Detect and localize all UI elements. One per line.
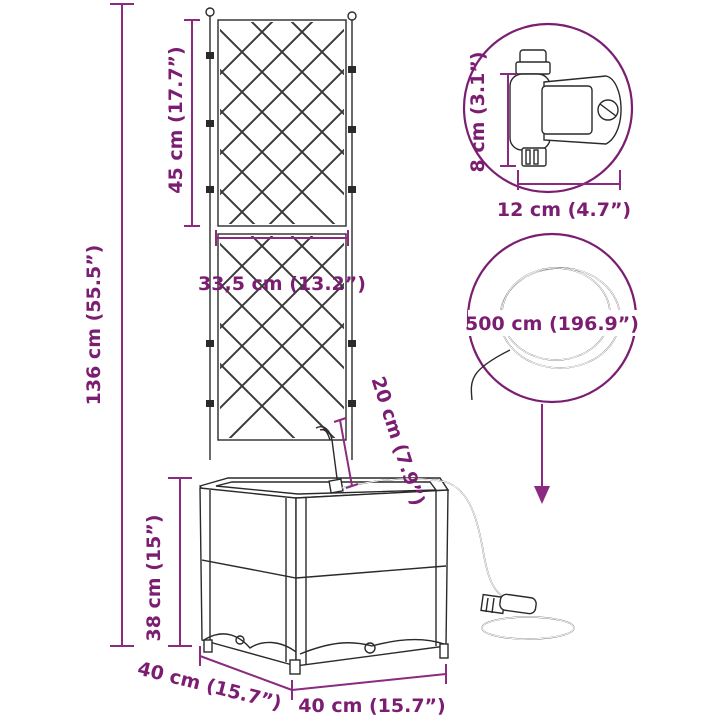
timer-height-dimension: 8 cm (3.1”) [467, 51, 516, 173]
hose [341, 477, 575, 640]
drip-stake [315, 426, 344, 494]
planter-height-label: 38 cm (15”) [143, 514, 165, 641]
total-height-dimension: 136 cm (55.5”) [83, 3, 134, 647]
hose-connector [480, 593, 537, 615]
water-timer-icon [509, 49, 622, 167]
total-height-label: 136 cm (55.5”) [83, 245, 105, 406]
upper-lattice [220, 22, 344, 224]
planter-width-dimension: 40 cm (15.7”) [291, 664, 447, 717]
planter-height-dimension: 38 cm (15”) [143, 477, 192, 647]
lower-lattice [220, 236, 344, 438]
planter-box [198, 477, 450, 675]
planter-depth-label: 40 cm (15.7”) [135, 658, 283, 715]
trellis-height-dimension: 45 cm (17.7”) [165, 19, 200, 227]
trellis [205, 7, 357, 460]
hose-length-dimension: 500 cm (196.9”) [465, 310, 640, 336]
hose-length-label: 500 cm (196.9”) [465, 313, 639, 335]
timer-width-label: 12 cm (4.7”) [497, 199, 631, 221]
trellis-width-dimension: 33,5 cm (13.2”) [198, 230, 366, 295]
trellis-height-label: 45 cm (17.7”) [165, 46, 187, 193]
timer-inset [462, 22, 634, 194]
trellis-width-label: 33,5 cm (13.2”) [198, 273, 366, 295]
planter-width-label: 40 cm (15.7”) [298, 695, 445, 717]
timer-height-label: 8 cm (3.1”) [467, 51, 489, 172]
pole-clips [206, 52, 356, 407]
down-arrow-icon [534, 404, 550, 504]
timer-width-dimension: 12 cm (4.7”) [497, 170, 631, 221]
